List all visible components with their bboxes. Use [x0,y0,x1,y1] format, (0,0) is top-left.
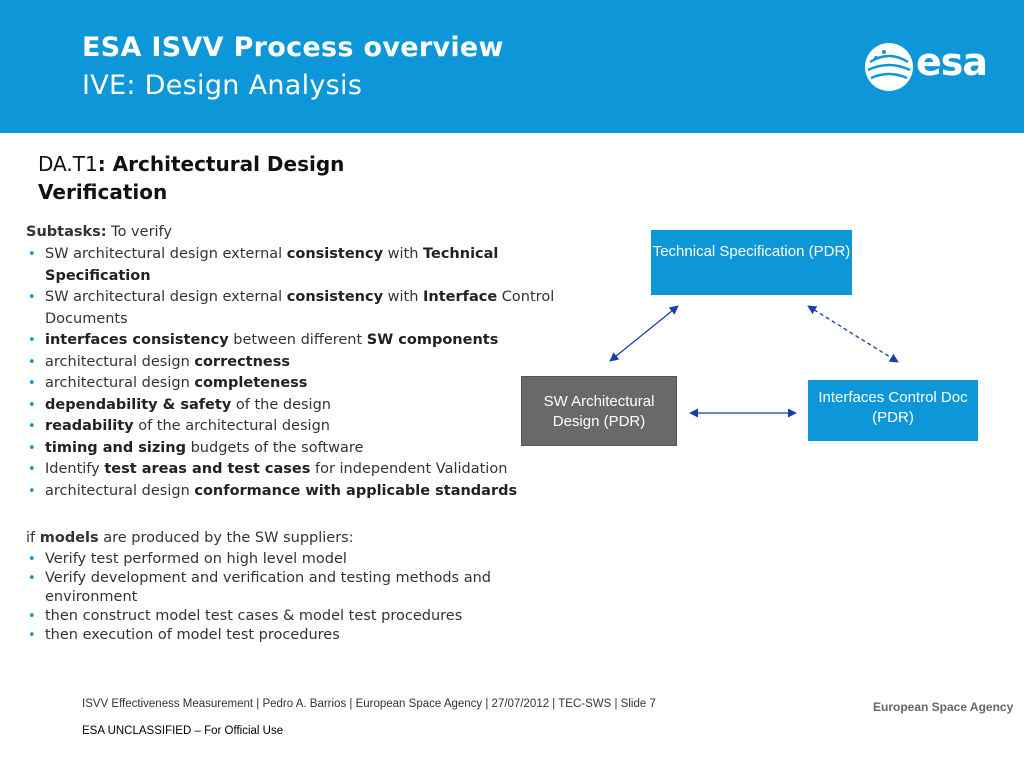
footer-info: ISVV Effectiveness Measurement | Pedro A… [82,698,656,710]
model-item: Verify test performed on high level mode… [26,550,566,569]
footer-agency-logo: European Space Agency [873,700,1014,714]
subtask-item: readability of the architectural design [26,416,566,438]
subtask-item: SW architectural design external consist… [26,287,566,330]
models-list: Verify test performed on high level mode… [26,550,566,645]
subtasks-label: Subtasks: [26,224,107,240]
subtask-item: architectural design completeness [26,373,566,395]
section-title: : Architectural Design Verification [38,152,345,204]
arrow-tech-interfaces [807,305,899,363]
subtask-item: architectural design conformance with ap… [26,481,566,503]
subtask-item: interfaces consistency between different… [26,330,566,352]
subtask-item: timing and sizing budgets of the softwar… [26,438,566,460]
sw-architectural-design-box: SW Architectural Design (PDR) [521,376,677,446]
arrow-tech-sw [609,305,679,362]
classification-label: ESA UNCLASSIFIED – For Official Use [82,725,284,737]
subtasks-block: Subtasks: To verify SW architectural des… [26,222,566,502]
subtasks-list: SW architectural design external consist… [26,244,566,502]
header-banner: ESA ISVV Process overview IVE: Design An… [0,0,1024,133]
section-code: DA.T1 [38,152,98,176]
slide-subtitle: IVE: Design Analysis [82,70,363,101]
esa-logo-text: esa [916,40,988,84]
section-heading: DA.T1: Architectural Design Verification [38,150,418,206]
esa-globe-icon [865,43,913,91]
slide-title: ESA ISVV Process overview [82,32,504,63]
interfaces-control-doc-box: Interfaces Control Doc (PDR) [808,380,978,441]
technical-specification-box: Technical Specification (PDR) [651,230,852,295]
model-item: Verify development and verification and … [26,569,566,607]
subtask-item: architectural design correctness [26,352,566,374]
models-keyword: models [39,530,99,546]
subtask-item: Identify test areas and test cases for i… [26,459,566,481]
subtasks-intro: To verify [106,224,172,240]
subtask-item: SW architectural design external consist… [26,244,566,287]
model-item: then construct model test cases & model … [26,607,566,626]
models-intro: if models are produced by the SW supplie… [26,530,354,546]
subtask-item: dependability & safety of the design [26,395,566,417]
model-item: then execution of model test procedures [26,626,566,645]
